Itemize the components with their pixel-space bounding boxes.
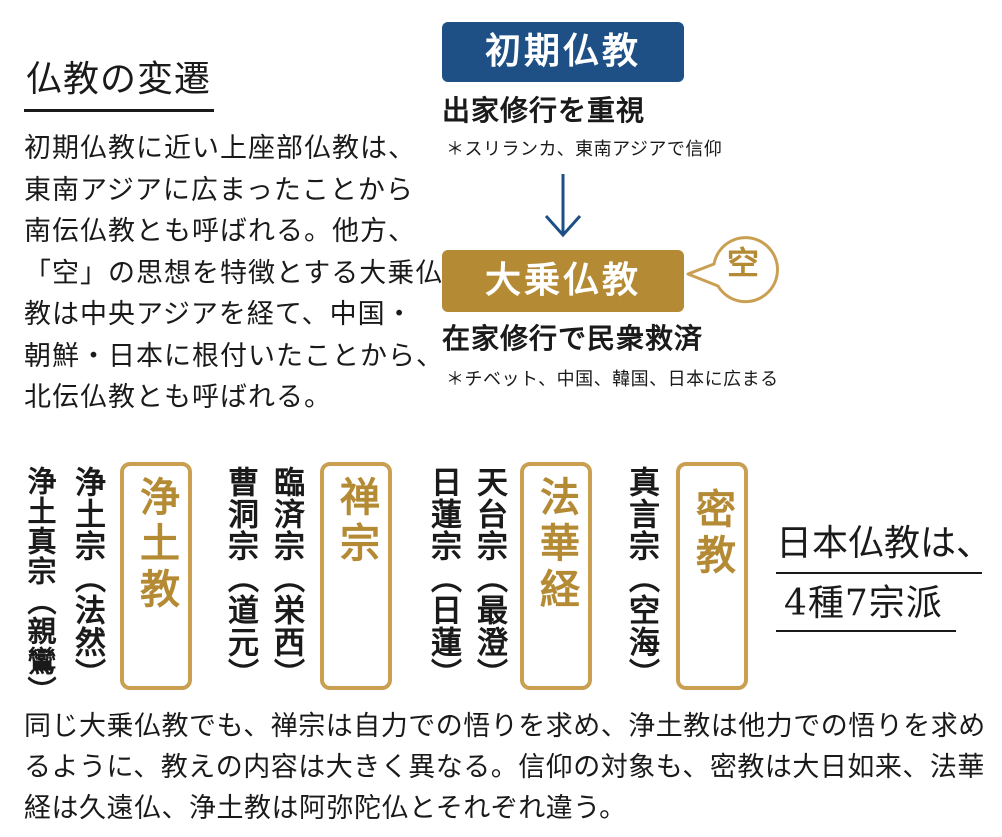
mahayana-buddhism-note: ＊チベット、中国、韓国、日本に広まる bbox=[446, 369, 779, 390]
footer-paragraph: 同じ大乗仏教でも、禅宗は自力での悟りを求め、浄土教は他力での悟りを求め るように… bbox=[24, 706, 986, 829]
sect-text: 天台宗（最澄） bbox=[471, 466, 507, 690]
bubble-text: 空 bbox=[726, 244, 759, 282]
sect-text: 真言宗（空海） bbox=[623, 466, 659, 690]
school-box-jodo: 浄土教 bbox=[120, 462, 192, 690]
footer-line: るように、教えの内容は大きく異なる。信仰の対象も、密教は大日如来、法華 bbox=[24, 752, 985, 783]
sect-text: 曹洞宗（道元） bbox=[222, 466, 258, 690]
summary-underline bbox=[776, 630, 956, 632]
intro-line: 教は中央アジアを経て、中国・ bbox=[24, 299, 414, 330]
school-box-zen: 禅宗 bbox=[320, 462, 392, 690]
footer-line: 同じ大乗仏教でも、禅宗は自力での悟りを求め、浄土教は他力での悟りを求め bbox=[24, 711, 986, 742]
school-label: 密教 bbox=[689, 488, 735, 580]
early-buddhism-note: ＊スリランカ、東南アジアで信仰 bbox=[446, 139, 723, 160]
sect-text: 臨済宗（栄西） bbox=[268, 466, 304, 690]
down-arrow-icon bbox=[544, 174, 582, 238]
early-buddhism-subtitle: 出家修行を重視 bbox=[442, 94, 646, 127]
intro-line: 北伝仏教とも呼ばれる。 bbox=[24, 382, 332, 413]
summary-line-2: 4種7宗派 bbox=[784, 583, 943, 624]
mahayana-buddhism-subtitle: 在家修行で民衆救済 bbox=[442, 322, 704, 355]
speech-bubble-icon bbox=[686, 236, 779, 304]
sect-text: 浄土宗（法然） bbox=[69, 466, 105, 690]
summary-underline bbox=[776, 572, 982, 574]
intro-line: 「空」の思想を特徴とする大乗仏 bbox=[24, 257, 444, 289]
early-buddhism-box: 初期仏教 bbox=[442, 22, 684, 82]
intro-line: 朝鮮・日本に根付いたことから、 bbox=[24, 340, 444, 372]
sect-text: 日蓮宗（日蓮） bbox=[425, 466, 461, 690]
footer-line: 経は久遠仏、浄土教は阿弥陀仏とそれぞれ違う。 bbox=[24, 793, 627, 824]
intro-paragraph: 初期仏教に近い上座部仏教は、 東南アジアに広まったことから 南伝仏教とも呼ばれる… bbox=[24, 128, 444, 419]
school-box-hokekyo: 法華経 bbox=[520, 462, 592, 690]
sect-text: 浄土真宗（親鸞） bbox=[23, 466, 57, 706]
summary-line-1: 日本仏教は、 bbox=[776, 523, 993, 564]
school-label: 禅宗 bbox=[333, 476, 379, 568]
section-title: 仏教の変遷 bbox=[26, 59, 212, 100]
school-label: 浄土教 bbox=[133, 476, 179, 614]
intro-line: 東南アジアに広まったことから bbox=[24, 174, 414, 206]
school-box-mikkyo: 密教 bbox=[676, 462, 748, 690]
title-underline bbox=[24, 109, 214, 112]
mahayana-buddhism-box: 大乗仏教 bbox=[442, 250, 684, 312]
intro-line: 南伝仏教とも呼ばれる。他方、 bbox=[24, 216, 416, 247]
school-label: 法華経 bbox=[533, 476, 579, 614]
intro-line: 初期仏教に近い上座部仏教は、 bbox=[24, 133, 416, 164]
